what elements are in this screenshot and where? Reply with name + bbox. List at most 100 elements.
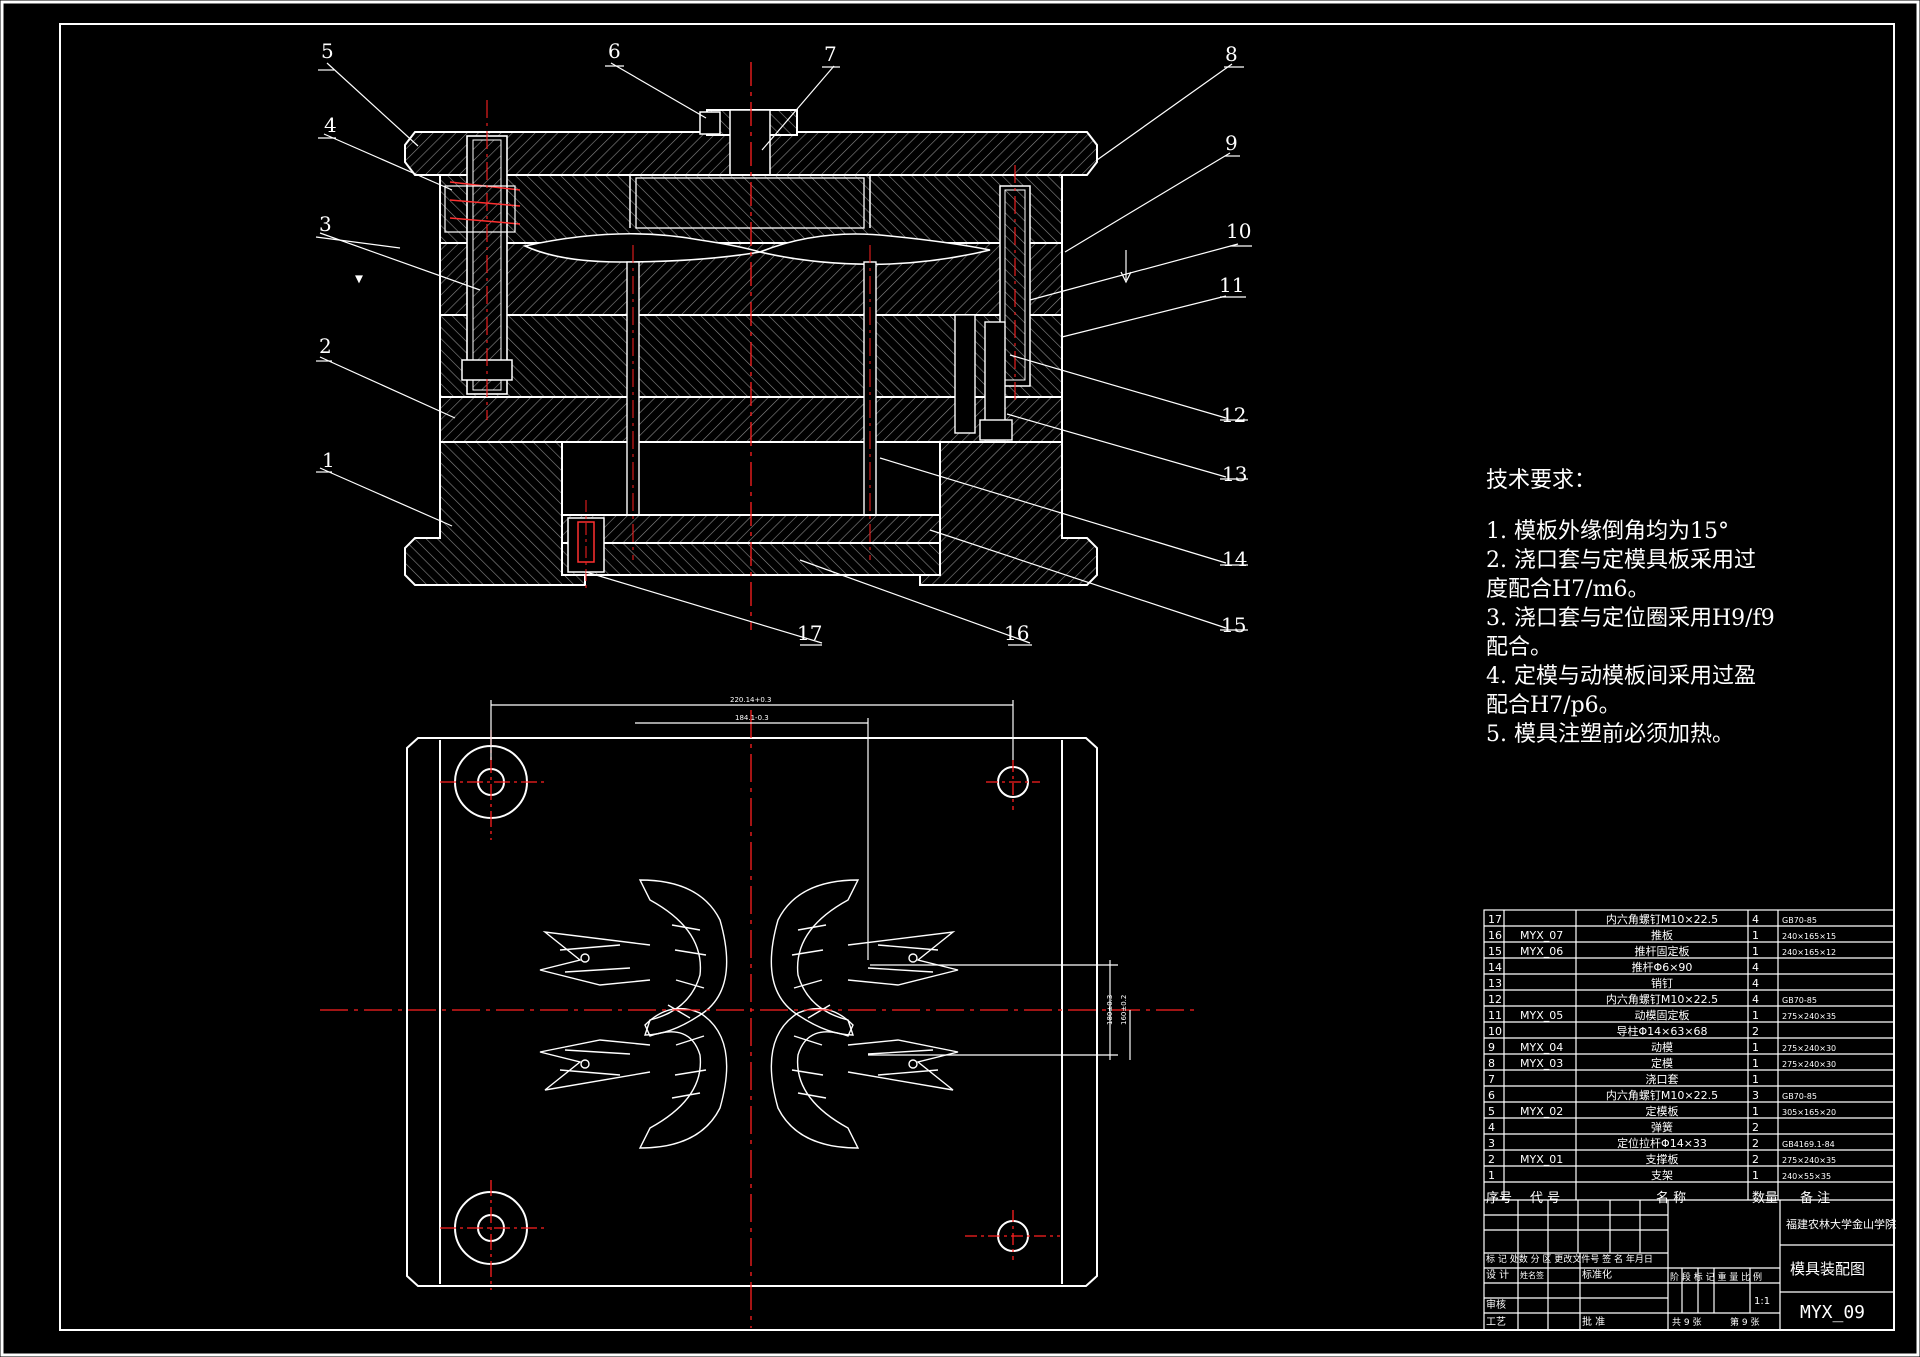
bom-cell: MYX_05	[1520, 1009, 1563, 1022]
bom-cell: MYX_04	[1520, 1041, 1563, 1054]
bom-cell: 7	[1488, 1073, 1495, 1086]
bom-cell: 1	[1752, 1073, 1759, 1086]
bom-cell: 弹簧	[1651, 1120, 1673, 1134]
bom-cell: 4	[1488, 1121, 1495, 1134]
bom-cell: 4	[1752, 913, 1759, 926]
bom-cell: 1	[1752, 1041, 1759, 1054]
bom-cell: 推杆Φ6×90	[1632, 960, 1693, 974]
bom-cell: 4	[1752, 961, 1759, 974]
bom-cell: 4	[1752, 977, 1759, 990]
bom-cell: MYX_01	[1520, 1153, 1563, 1166]
bom-cell: 240×165×15	[1782, 932, 1836, 941]
bom-cell: GB70-85	[1782, 916, 1817, 925]
plan-view	[406, 737, 1098, 1287]
label-stage: 阶 段 标 记 重 量 比 例	[1670, 1271, 1762, 1283]
bom-cell: 内六角螺钉M10×22.5	[1606, 912, 1718, 926]
tech-req-line: 1. 模板外缘倒角均为15°	[1486, 519, 1729, 544]
dim-right-v1: 180±0.3	[1106, 995, 1114, 1025]
dim-top-outer: 220.14+0.3	[730, 696, 772, 704]
bom-grid	[1483, 909, 1895, 1331]
bom-cell: 2	[1752, 1025, 1759, 1038]
bom-cell: MYX_02	[1520, 1105, 1563, 1118]
bom-header: 代 号	[1530, 1191, 1560, 1206]
bom-cell: GB70-85	[1782, 1092, 1817, 1101]
bom-cell: 1	[1752, 1169, 1759, 1182]
callout-4: 4	[324, 113, 337, 137]
label-review: 审核	[1486, 1298, 1506, 1311]
bom-cell: MYX_03	[1520, 1057, 1563, 1070]
drawing-title: 模具装配图	[1790, 1260, 1865, 1278]
callout-13: 13	[1222, 462, 1247, 486]
bom-cell: 11	[1488, 1009, 1502, 1022]
dimension-texts: 220.14+0.3 184.1-0.3 180±0.3 160±0.2	[730, 696, 1128, 1025]
bom-cell: 内六角螺钉M10×22.5	[1606, 992, 1718, 1006]
tech-req-line: 配合。	[1486, 635, 1553, 660]
sheet-no: 第 9 张	[1730, 1316, 1759, 1328]
bom-cell: 12	[1488, 993, 1502, 1006]
bom-cell: 销钉	[1651, 976, 1673, 990]
bom-cell: 推杆固定板	[1635, 944, 1690, 958]
tech-req-line: 4. 定模与动模板间采用过盈	[1486, 664, 1756, 689]
bom-cell: 推板	[1651, 928, 1673, 942]
bom-cell: 3	[1752, 1089, 1759, 1102]
bom-cell: 1	[1752, 1057, 1759, 1070]
callout-6: 6	[608, 39, 621, 63]
bom-cell: 3	[1488, 1137, 1495, 1150]
technical-requirements: 技术要求： 1. 模板外缘倒角均为15° 2. 浇口套与定模具板采用过 度配合H…	[1486, 466, 1786, 749]
bom-cell: 14	[1488, 961, 1502, 974]
bom-cell: 1	[1752, 945, 1759, 958]
bom-cell: 275×240×30	[1782, 1044, 1836, 1053]
bom-header: 备 注	[1800, 1190, 1830, 1206]
label-process: 工艺	[1486, 1316, 1506, 1328]
callout-7: 7	[824, 42, 837, 66]
bom-cell: 275×240×35	[1782, 1156, 1836, 1165]
bom-cell: 17	[1488, 913, 1502, 926]
label-mark-row: 标 记 处数 分 区 更改文件号 签 名 年月日	[1486, 1253, 1653, 1265]
callout-14: 14	[1222, 547, 1247, 571]
bom-cell: 支架	[1651, 1169, 1673, 1182]
callout-8: 8	[1225, 42, 1238, 66]
callout-17: 17	[797, 621, 822, 645]
scale: 1:1	[1754, 1296, 1770, 1307]
callout-1: 1	[322, 448, 335, 472]
label-approve: 批 准	[1582, 1315, 1605, 1328]
callout-10: 10	[1226, 219, 1251, 243]
label-standard-sign: 标准化	[1582, 1268, 1612, 1281]
bom-cell: 1	[1488, 1169, 1495, 1182]
drawing-frame	[59, 23, 1895, 1331]
sheet-total: 共 9 张	[1672, 1317, 1701, 1328]
bom-cell: 定模	[1651, 1056, 1673, 1070]
tech-req-line: 5. 模具注塑前必须加热。	[1486, 722, 1734, 747]
bom-header: 数量	[1752, 1191, 1778, 1206]
leader-lines	[315, 62, 1252, 646]
callout-16: 16	[1004, 621, 1029, 645]
bom-cell: 6	[1488, 1089, 1495, 1102]
bom-cell: 定位拉杆Φ14×33	[1617, 1136, 1707, 1150]
bom-cell: 4	[1752, 993, 1759, 1006]
dim-right-v2: 160±0.2	[1120, 995, 1128, 1025]
bom-cell: GB4169.1-84	[1782, 1140, 1835, 1149]
bom-cell: 导柱Φ14×63×68	[1616, 1024, 1707, 1038]
bom-cell: 定模板	[1646, 1104, 1679, 1118]
bom-cell: 1	[1752, 1105, 1759, 1118]
bom-cell: 15	[1488, 945, 1502, 958]
tech-req-line: 配合H7/p6。	[1486, 693, 1621, 718]
bom-cell: 305×165×20	[1782, 1108, 1836, 1117]
bom-cell: 8	[1488, 1057, 1495, 1070]
callout-5: 5	[321, 39, 334, 63]
bom-cell: 275×240×30	[1782, 1060, 1836, 1069]
tech-req-line: 度配合H7/m6。	[1486, 577, 1650, 602]
bom-cell: 2	[1752, 1153, 1759, 1166]
bom-cell: 5	[1488, 1105, 1495, 1118]
tech-req-line: 2. 浇口套与定模具板采用过	[1486, 548, 1756, 573]
bom-cell: 9	[1488, 1041, 1495, 1054]
callout-11: 11	[1219, 273, 1244, 297]
bom-cell: 2	[1752, 1121, 1759, 1134]
bom-cell: GB70-85	[1782, 996, 1817, 1005]
label-design: 设 计	[1486, 1268, 1509, 1281]
bom-cell: 240×55×35	[1782, 1172, 1831, 1181]
bom-cell: 支撑板	[1646, 1152, 1679, 1166]
bom-cell: 10	[1488, 1025, 1502, 1038]
